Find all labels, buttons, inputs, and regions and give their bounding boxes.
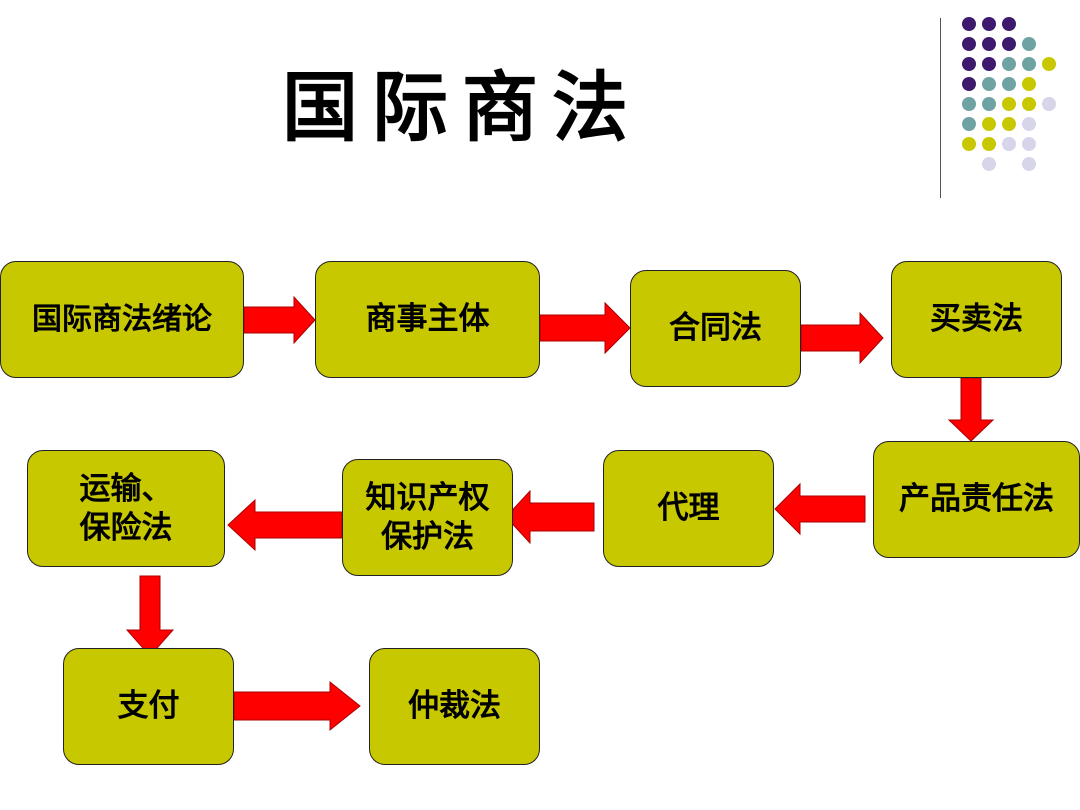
decorative-dot — [1002, 17, 1016, 31]
arrow-n2-n3 — [539, 301, 631, 355]
title-divider — [940, 18, 941, 198]
decorative-dot — [1002, 117, 1016, 131]
decorative-dot — [1022, 57, 1036, 71]
decorative-dot — [1042, 97, 1056, 111]
arrow-n4-n5 — [947, 377, 995, 442]
decorative-dot — [982, 77, 996, 91]
decorative-dot — [962, 17, 976, 31]
decorative-dot — [982, 137, 996, 151]
decorative-dot — [962, 77, 976, 91]
decorative-dot — [1022, 117, 1036, 131]
node-payment: 支付 — [63, 648, 234, 765]
decorative-dot — [1022, 137, 1036, 151]
node-arbitration-law: 仲裁法 — [369, 648, 540, 765]
node-sales-law: 买卖法 — [891, 261, 1062, 378]
node-ip-protection-law: 知识产权 保护法 — [342, 459, 513, 576]
decorative-dot — [962, 37, 976, 51]
decorative-dot — [1022, 157, 1036, 171]
node-agency: 代理 — [603, 450, 774, 567]
decorative-dot — [1022, 77, 1036, 91]
node-contract-law: 合同法 — [630, 270, 801, 387]
decorative-dot — [1002, 37, 1016, 51]
decorative-dot — [982, 157, 996, 171]
node-transport-insurance-law: 运输、 保险法 — [27, 450, 225, 567]
node-international-commercial-law-intro: 国际商法绪论 — [0, 261, 244, 378]
decorative-dot — [982, 17, 996, 31]
decorative-dot — [962, 57, 976, 71]
node-commercial-entities: 商事主体 — [315, 261, 540, 378]
decorative-dot — [982, 97, 996, 111]
decorative-dot — [1042, 57, 1056, 71]
page-title: 国际商法 — [282, 63, 642, 152]
arrow-n7-n8 — [227, 498, 343, 552]
arrow-n5-n6 — [774, 482, 866, 536]
decorative-dot — [982, 37, 996, 51]
arrow-n1-n2 — [243, 295, 316, 345]
node-product-liability-law: 产品责任法 — [873, 441, 1080, 558]
decorative-dot — [1022, 37, 1036, 51]
arrow-n3-n4 — [800, 311, 884, 365]
decorative-dot — [962, 117, 976, 131]
arrow-n6-n7 — [505, 489, 595, 545]
arrow-n9-n10 — [233, 680, 361, 732]
decorative-dot — [1002, 57, 1016, 71]
decorative-dot — [1002, 77, 1016, 91]
decorative-dot — [982, 117, 996, 131]
arrow-n8-n9 — [125, 575, 175, 657]
decorative-dot — [982, 57, 996, 71]
decorative-dot — [1002, 97, 1016, 111]
decorative-dot — [1002, 137, 1016, 151]
decorative-dot — [962, 97, 976, 111]
decorative-dot — [962, 137, 976, 151]
decorative-dot — [1022, 97, 1036, 111]
